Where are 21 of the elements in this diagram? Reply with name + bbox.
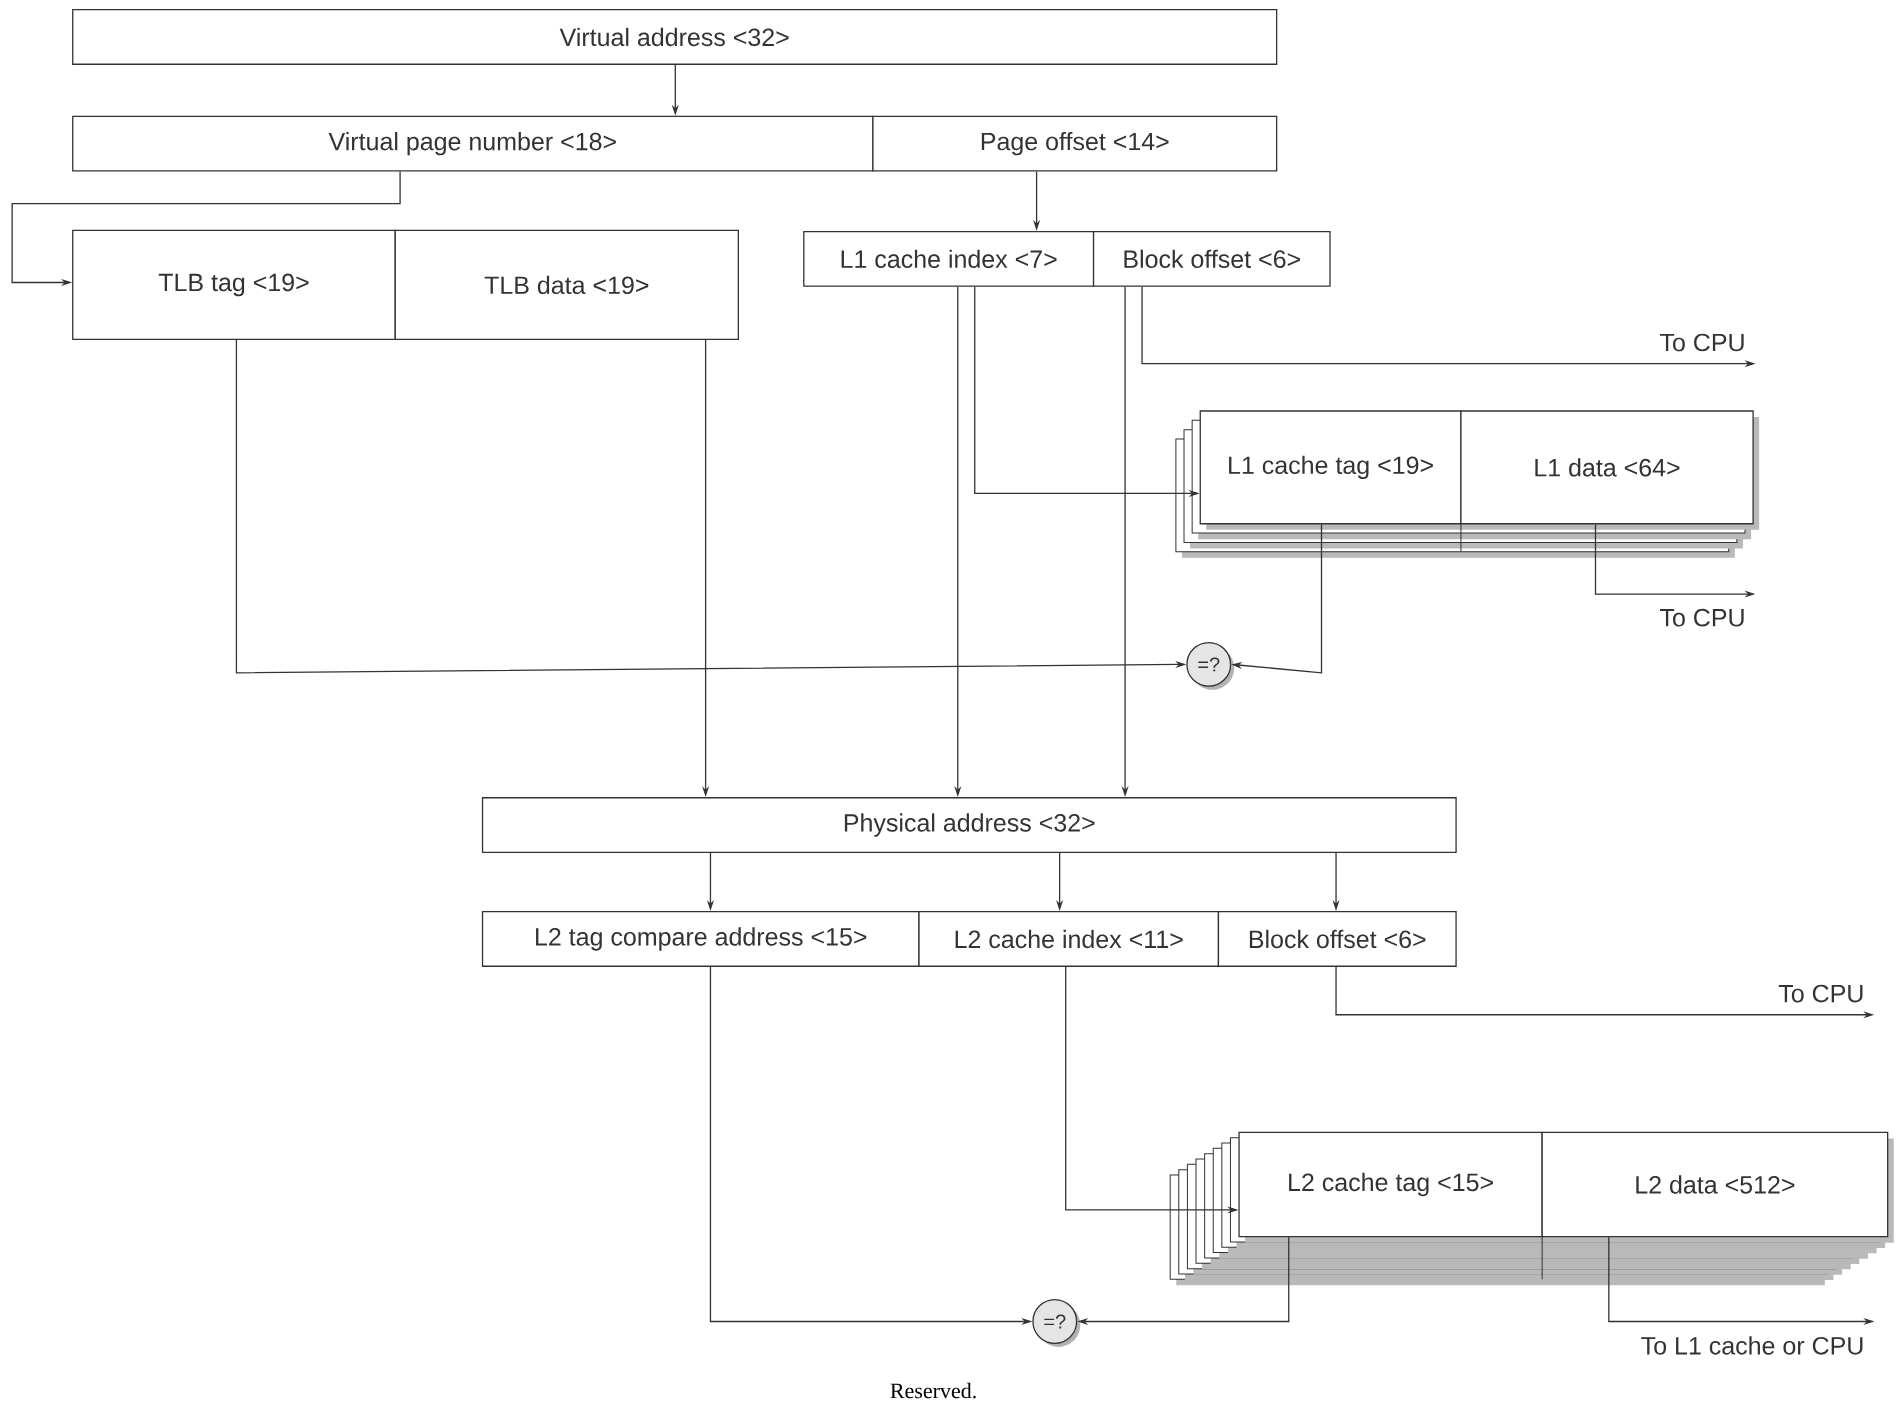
cache-array-field: L2 data <512> <box>1541 1131 1889 1238</box>
address-field: Page offset <14> <box>872 115 1278 172</box>
cache-array-field: L1 data <64> <box>1460 410 1754 525</box>
edge-label: To L1 cache or CPU <box>1641 1336 1863 1355</box>
footer-note: Reserved. <box>890 1382 976 1399</box>
address-field: Block offset <6> <box>1217 911 1457 967</box>
edge-label: To CPU <box>1778 984 1863 1003</box>
address-field: Block offset <6> <box>1092 230 1331 287</box>
address-field: L2 cache index <11> <box>918 911 1220 967</box>
edge-label: To CPU <box>1660 608 1744 627</box>
tlb-field: TLB tag <19> <box>72 229 396 341</box>
cache-array-field: L1 cache tag <19> <box>1199 410 1462 525</box>
address-field: Virtual address <32> <box>72 9 1278 65</box>
edge-label: To CPU <box>1660 333 1744 352</box>
tlb-field: TLB data <19> <box>394 229 739 341</box>
address-field: L2 tag compare address <15> <box>481 911 920 967</box>
cache-array-field: L2 cache tag <15> <box>1238 1131 1543 1238</box>
address-field: L1 cache index <7> <box>803 230 1095 287</box>
address-field: Physical address <32> <box>481 797 1457 853</box>
address-field: Virtual page number <18> <box>72 115 874 172</box>
arrow <box>11 170 401 286</box>
